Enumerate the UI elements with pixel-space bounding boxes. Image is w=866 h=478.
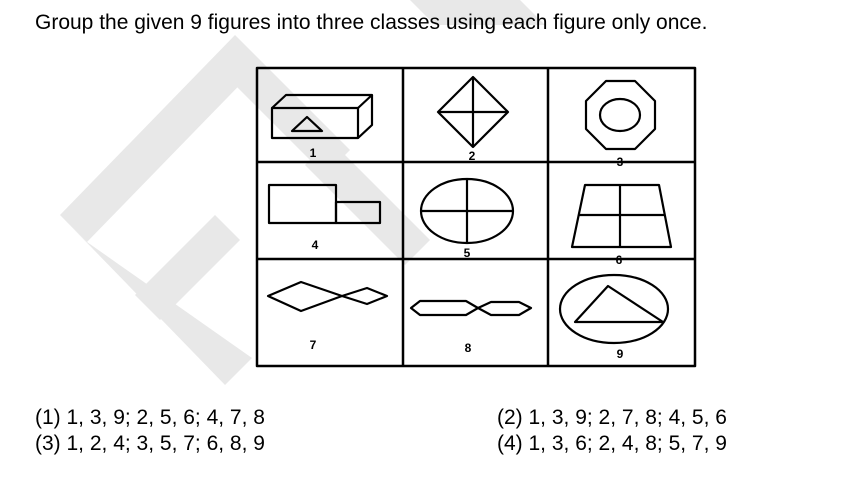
figure-4-rectangles-icon xyxy=(267,183,382,225)
figure-label-7: 7 xyxy=(310,338,317,352)
question-text: Group the given 9 figures into three cla… xyxy=(35,11,708,34)
figure-2-diamond-icon xyxy=(436,75,510,149)
grid-border xyxy=(255,66,697,368)
option-1[interactable]: (1) 1, 3, 9; 2, 5, 6; 4, 7, 8 xyxy=(35,406,265,429)
option-3[interactable]: (3) 1, 2, 4; 3, 5, 7; 6, 8, 9 xyxy=(35,432,265,455)
figure-1-box-icon xyxy=(270,93,374,140)
figure-grid: 1 2 3 4 5 6 7 8 xyxy=(255,66,697,368)
figure-5-ellipse-icon xyxy=(419,177,515,245)
figure-7-diamonds-icon xyxy=(266,280,389,313)
figure-label-9: 9 xyxy=(617,347,624,361)
option-4[interactable]: (4) 1, 3, 6; 2, 4, 8; 5, 7, 9 xyxy=(497,432,727,455)
figure-6-trapezoid-icon xyxy=(570,183,673,249)
figure-label-3: 3 xyxy=(617,155,624,169)
figure-label-8: 8 xyxy=(465,341,472,355)
figure-label-2: 2 xyxy=(469,149,476,163)
figure-3-octagon-icon xyxy=(584,79,657,151)
figure-label-4: 4 xyxy=(312,238,319,252)
figure-label-5: 5 xyxy=(464,246,471,260)
figure-label-1: 1 xyxy=(310,146,317,160)
option-2[interactable]: (2) 1, 3, 9; 2, 7, 8; 4, 5, 6 xyxy=(497,406,727,429)
figure-8-hexagons-icon xyxy=(409,299,533,317)
figure-9-ellipse-triangle-icon xyxy=(558,273,670,345)
figure-label-6: 6 xyxy=(616,253,623,267)
